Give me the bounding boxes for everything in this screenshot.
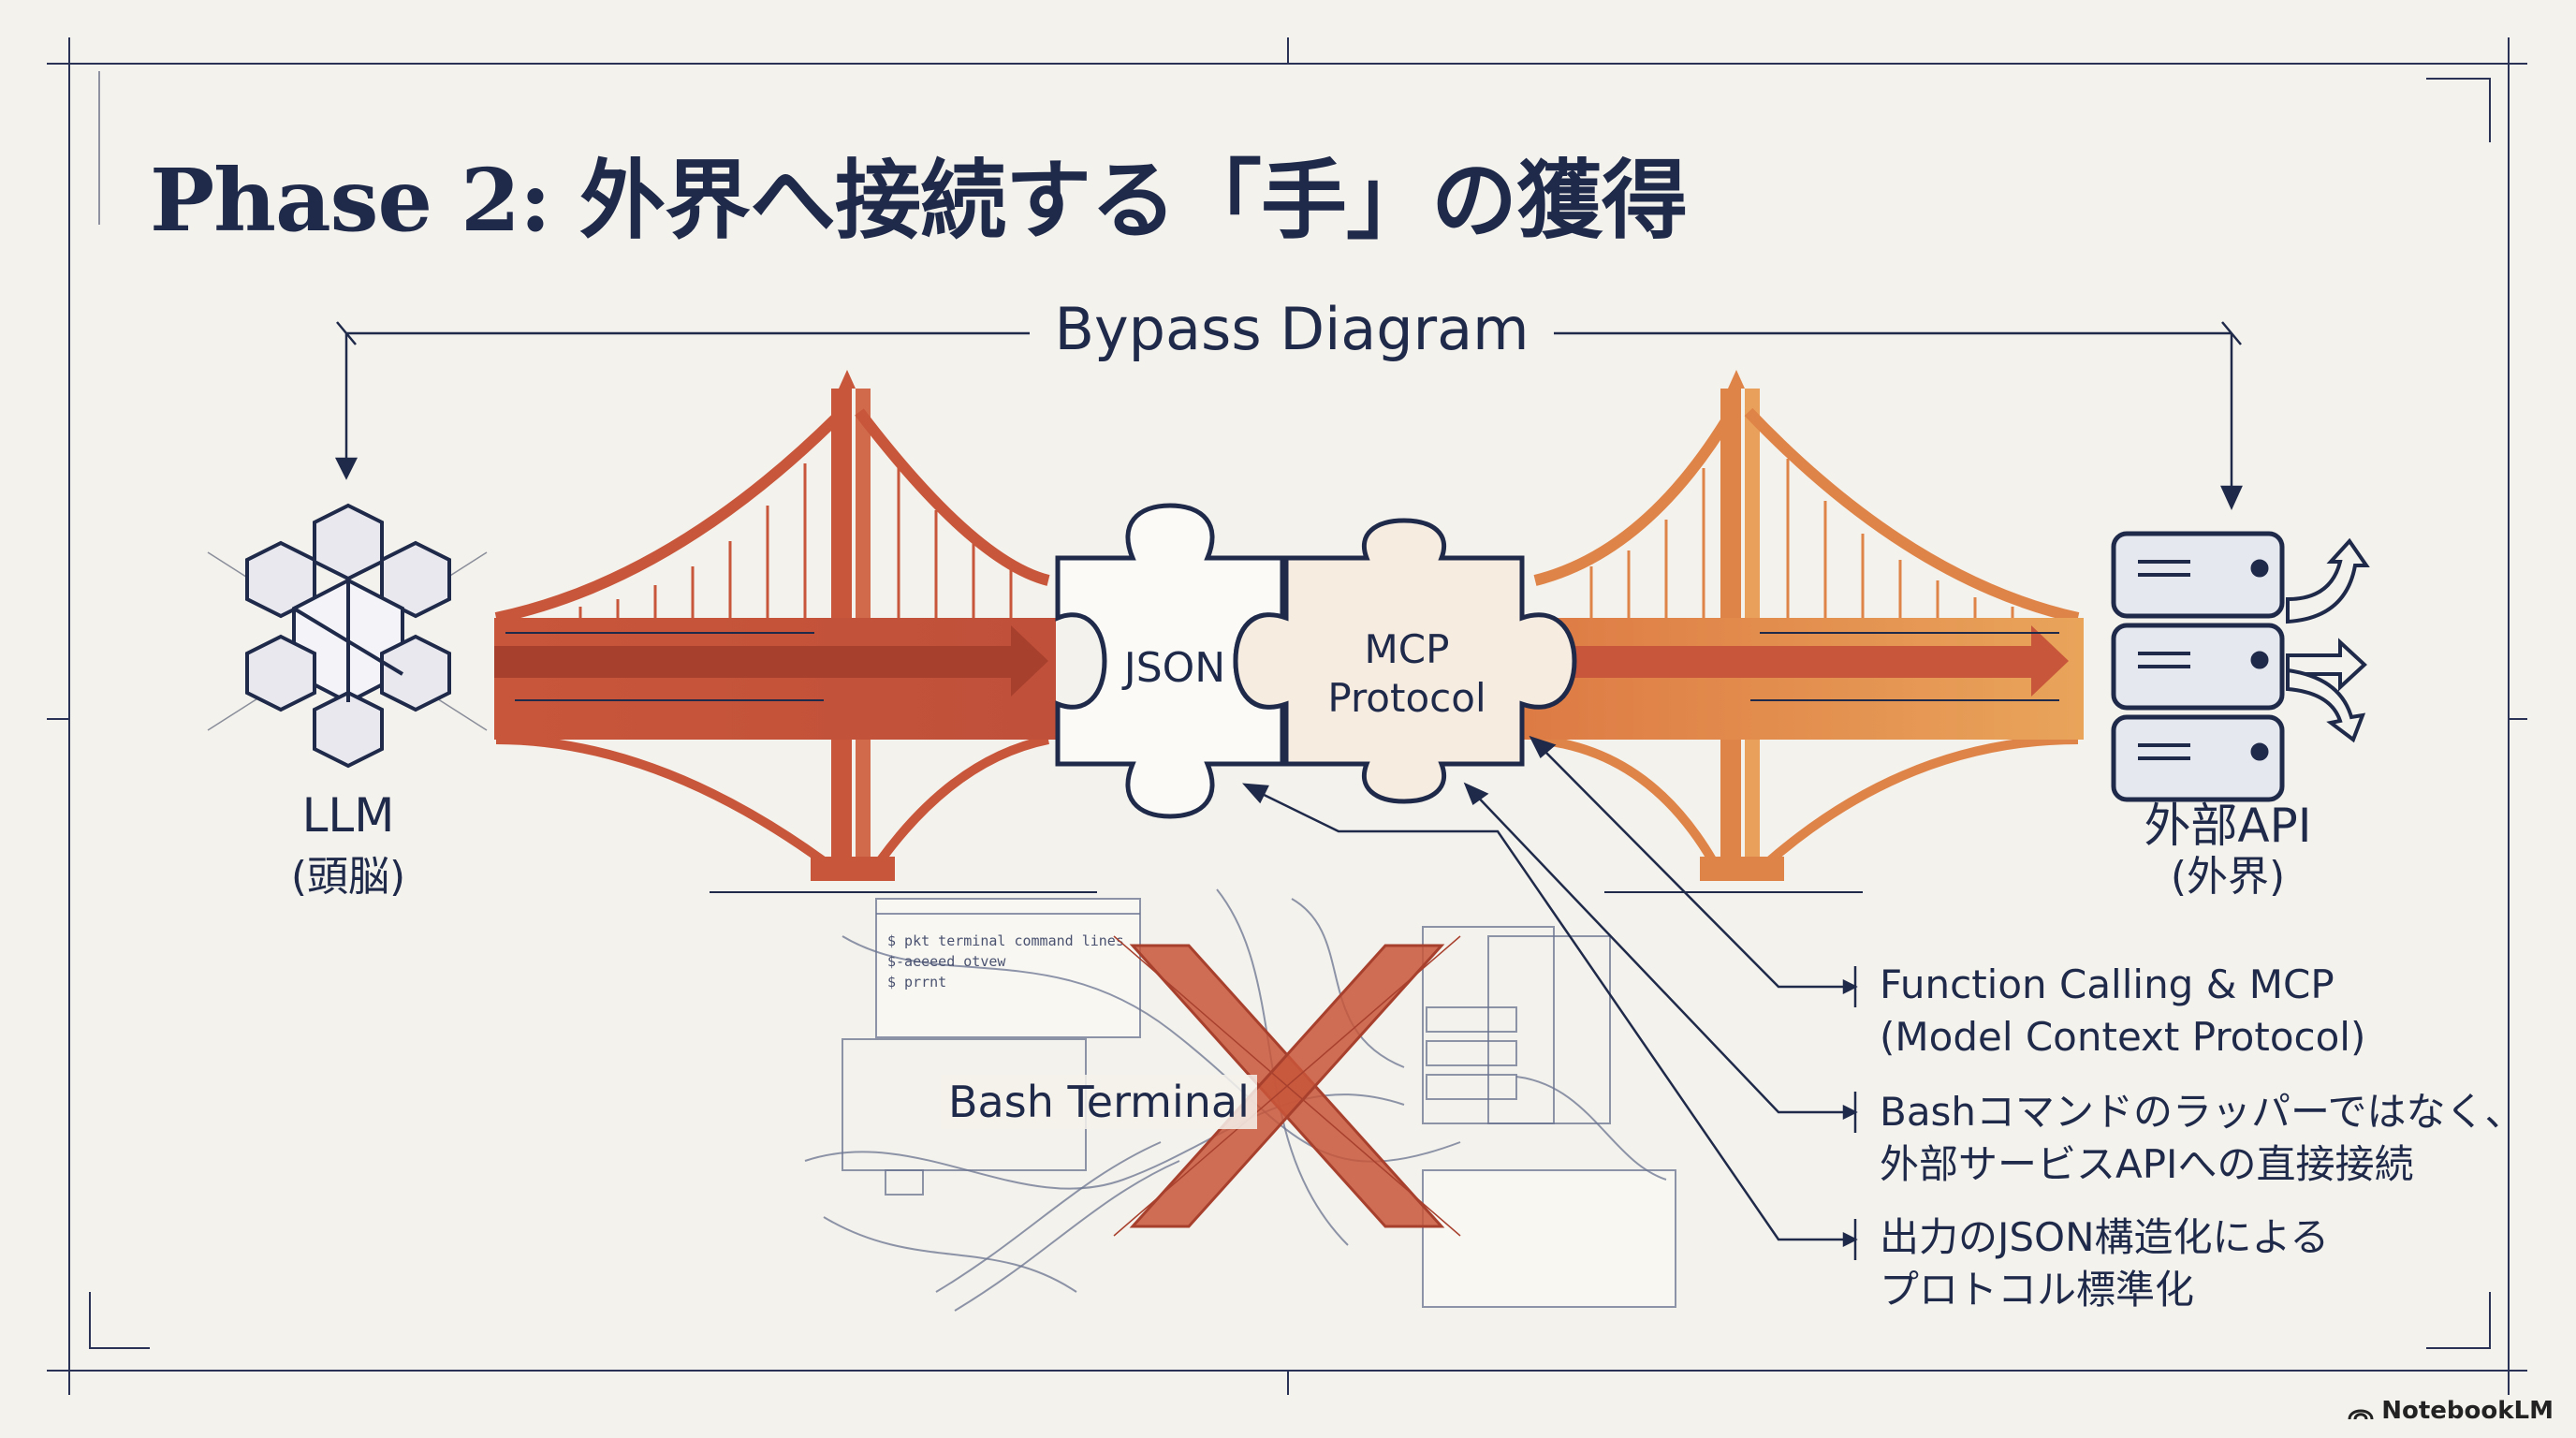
- svg-text:$ prrnt: $ prrnt: [887, 974, 946, 990]
- page-title: Phase 2: 外界へ接続する「手」の獲得: [150, 150, 1688, 251]
- external-api-label: 外部API: [2144, 799, 2312, 853]
- right-bridge: [1516, 370, 2084, 893]
- mcp-piece-label: MCP Protocol: [1327, 626, 1486, 721]
- external-api-sublabel: (外界): [2170, 853, 2286, 901]
- blueprint-frame: [47, 37, 2527, 1395]
- bash-terminal-label: Bash Terminal: [941, 1075, 1257, 1129]
- diagram-label: Bypass Diagram: [1030, 295, 1554, 363]
- server-stack-icon: [2111, 531, 2370, 802]
- llm-sublabel: (頭脳): [290, 853, 406, 901]
- cube-network-icon: [207, 503, 488, 769]
- left-bridge: [494, 370, 1097, 893]
- notebooklm-logo-icon: [2348, 1409, 2374, 1419]
- leader-lines: [1241, 735, 1858, 1260]
- annotation-json-standardization: 出力のJSON構造化による プロトコル標準化: [1880, 1214, 2330, 1313]
- json-piece-label: JSON: [1123, 644, 1226, 692]
- notebooklm-watermark: NotebookLM: [2348, 1397, 2554, 1425]
- bypass-bracket: [334, 321, 2243, 511]
- annotation-direct-api: Bashコマンドのラッパーではなく、 外部サービスAPIへの直接接続: [1880, 1089, 2525, 1187]
- json-puzzle-piece: [1055, 503, 1285, 819]
- llm-label: LLM: [301, 788, 395, 843]
- bash-terminal-sketch: [804, 888, 1676, 1312]
- crossed-out-mark: [1113, 935, 1461, 1237]
- svg-text:$-aeeeed otvew: $-aeeeed otvew: [887, 953, 1006, 970]
- svg-text:$ pkt terminal command lines: $ pkt terminal command lines: [887, 932, 1124, 949]
- mcp-puzzle-piece: [1233, 518, 1577, 804]
- terminal-text: $ pkt terminal command lines $-aeeeed ot…: [887, 932, 1124, 990]
- brand-label: NotebookLM: [2381, 1397, 2554, 1425]
- annotation-function-calling: Function Calling & MCP (Model Context Pr…: [1880, 961, 2366, 1060]
